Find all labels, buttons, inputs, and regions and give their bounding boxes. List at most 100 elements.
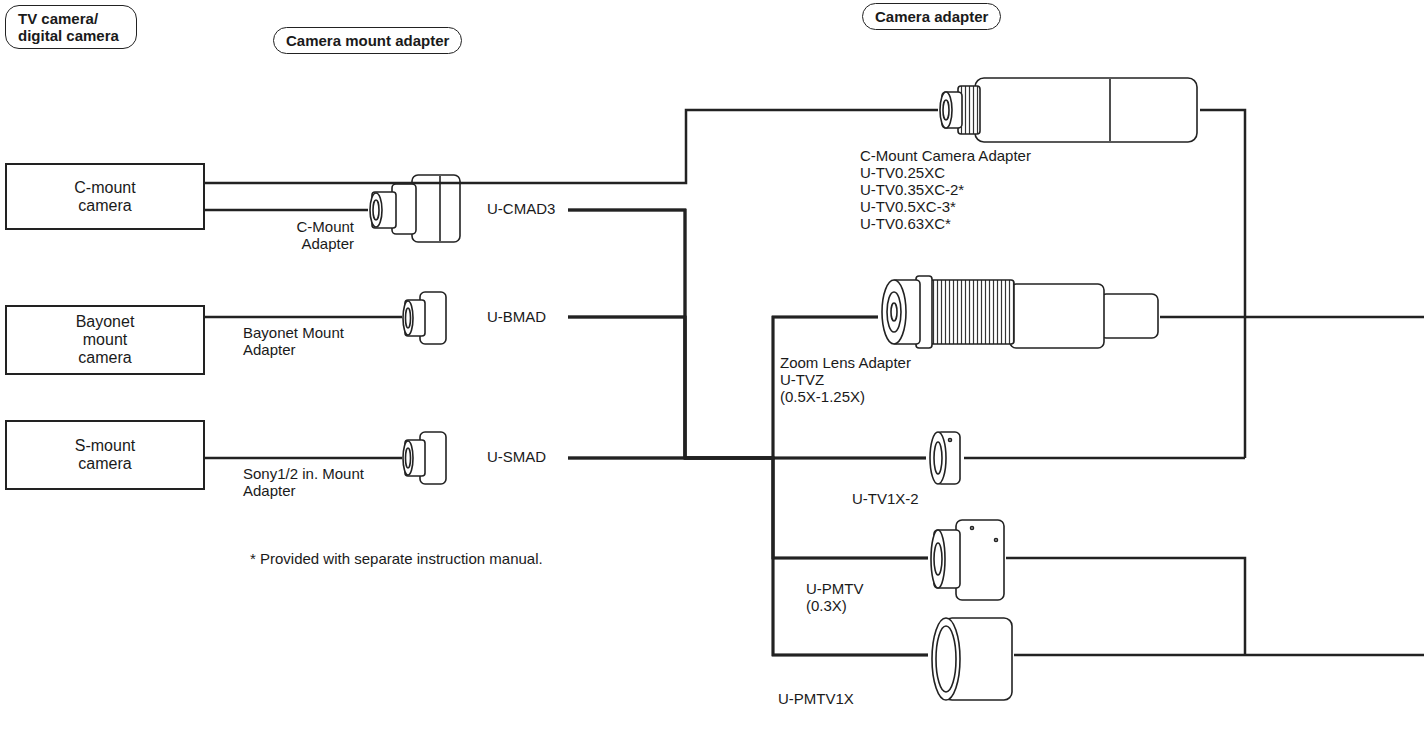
box-text: C-mount camera	[59, 179, 151, 215]
bayonet-adapter-drawing	[403, 301, 413, 335]
tv1x-adapter-drawing	[949, 439, 952, 442]
box-text: S-mount camera	[65, 437, 145, 473]
c-mount-adapter-drawing	[370, 175, 460, 242]
connector-line	[205, 110, 938, 183]
pmtv-adapter-drawing	[934, 543, 942, 575]
box-text: Bayonet mount camera	[65, 313, 145, 367]
connector-line	[568, 317, 878, 458]
footnote: * Provided with separate instruction man…	[250, 550, 543, 567]
connector-line	[568, 210, 878, 458]
part-label: C-Mount Camera Adapter	[860, 147, 1031, 164]
camera-adapter: U-PMTV1X	[928, 616, 1014, 702]
part-label: (0.3X)	[806, 597, 847, 614]
tv1x-adapter-drawing	[930, 432, 946, 484]
connector-line	[205, 457, 402, 460]
group-heading: Camera adapter	[862, 3, 1001, 30]
zoom-lens-adapter-drawing	[882, 280, 906, 344]
connector-line	[205, 316, 402, 319]
part-label: U-TV1X-2	[852, 490, 919, 507]
zoom-lens-adapter-drawing	[930, 280, 1014, 344]
output-line	[1160, 316, 1424, 319]
connector-line	[568, 317, 878, 458]
c-mount-camera-adapter-drawing	[1109, 79, 1111, 141]
c-mount-camera-adapter-drawing	[940, 92, 952, 128]
c-mount-adapter-drawing	[373, 200, 379, 220]
output-lines	[964, 110, 1424, 655]
connector-line	[568, 210, 928, 558]
part-label: Bayonet Mount Adapter	[243, 324, 373, 358]
camera-box: Bayonet mount camera	[5, 305, 205, 375]
pmtv-adapter-drawing	[956, 520, 1004, 600]
sony-adapter-drawing	[403, 441, 413, 475]
pmtv-adapter-drawing	[971, 527, 974, 530]
part-label: U-PMTV1X	[778, 690, 854, 707]
camera-box: S-mount camera	[5, 420, 205, 490]
output-line	[1200, 110, 1245, 458]
group-heading: Camera mount adapter	[273, 27, 462, 54]
connector-line	[205, 209, 368, 212]
mount-adapter: C-Mount AdapterU-CMAD3	[368, 172, 568, 242]
bayonet-adapter-drawing	[406, 308, 411, 328]
part-label: C-Mount Adapter	[250, 218, 354, 252]
camera-adapter: U-TV1X-2	[926, 430, 964, 486]
output-line	[1006, 558, 1245, 655]
mount-adapter: Bayonet Mount AdapterU-BMAD	[402, 290, 568, 346]
part-label: U-TV0.5XC-3*	[860, 198, 956, 215]
part-label: U-SMAD	[487, 448, 546, 465]
output-line	[1014, 654, 1424, 657]
connector-line	[568, 210, 928, 655]
part-label: U-PMTV	[806, 580, 864, 597]
zoom-lens-adapter-drawing	[1100, 294, 1158, 338]
c-mount-camera-adapter-drawing	[943, 100, 949, 120]
c-mount-adapter-drawing	[439, 176, 441, 241]
connector-line	[568, 317, 926, 458]
zoom-lens-adapter-drawing	[1010, 284, 1104, 348]
connector-line	[568, 458, 928, 655]
pmtv1x-adapter-drawing	[932, 618, 960, 700]
zoom-lens-adapter-drawing	[882, 276, 1158, 348]
heading-text: Camera mount adapter	[286, 32, 449, 49]
part-label: Zoom Lens Adapter	[780, 354, 911, 371]
connector-line	[568, 210, 926, 458]
c-mount-camera-adapter-drawing	[940, 78, 1197, 142]
pmtv1x-adapter-drawing	[932, 618, 1012, 700]
heading-text: TV camera/ digital camera	[18, 10, 124, 44]
sony-adapter-drawing	[403, 432, 446, 484]
sony-adapter-drawing	[406, 448, 411, 468]
camera-adapter: Zoom Lens AdapterU-TVZ(0.5X-1.25X)	[878, 268, 1160, 348]
camera-box: C-mount camera	[5, 163, 205, 230]
c-mount-adapter-drawing	[412, 175, 460, 242]
pmtv1x-adapter-drawing	[936, 626, 956, 692]
bayonet-adapter-drawing	[403, 292, 446, 344]
pmtv-adapter-drawing	[995, 539, 998, 542]
part-label: U-TVZ	[780, 371, 824, 388]
c-mount-camera-adapter-drawing	[975, 78, 1197, 142]
part-label: (0.5X-1.25X)	[780, 388, 865, 405]
camera-adapter: C-Mount Camera AdapterU-TV0.25XCU-TV0.35…	[938, 78, 1200, 142]
mount-adapter: Sony1/2 in. Mount AdapterU-SMAD	[402, 430, 568, 486]
part-label: U-TV0.35XC-2*	[860, 181, 964, 198]
tv1x-adapter-drawing	[930, 432, 960, 484]
tv1x-adapter-drawing	[934, 442, 942, 474]
group-heading: TV camera/ digital camera	[5, 5, 137, 49]
part-label: U-TV0.25XC	[860, 164, 945, 181]
pmtv-adapter-drawing	[931, 530, 945, 588]
pmtv-adapter-drawing	[931, 520, 1004, 600]
zoom-lens-adapter-drawing	[887, 292, 901, 332]
output-line	[964, 457, 1245, 460]
part-label: Sony1/2 in. Mount Adapter	[243, 465, 393, 499]
camera-adapter: U-PMTV(0.3X)	[928, 518, 1006, 602]
heading-text: Camera adapter	[875, 8, 988, 25]
connector-line	[568, 317, 928, 655]
connector-line	[568, 458, 928, 558]
part-label: U-CMAD3	[487, 200, 555, 217]
part-label: U-BMAD	[487, 308, 546, 325]
zoom-lens-adapter-drawing	[891, 303, 897, 321]
connector-line	[568, 317, 928, 558]
adapter-drawings	[370, 78, 1197, 700]
c-mount-adapter-drawing	[370, 193, 382, 227]
part-label: U-TV0.63XC*	[860, 215, 951, 232]
